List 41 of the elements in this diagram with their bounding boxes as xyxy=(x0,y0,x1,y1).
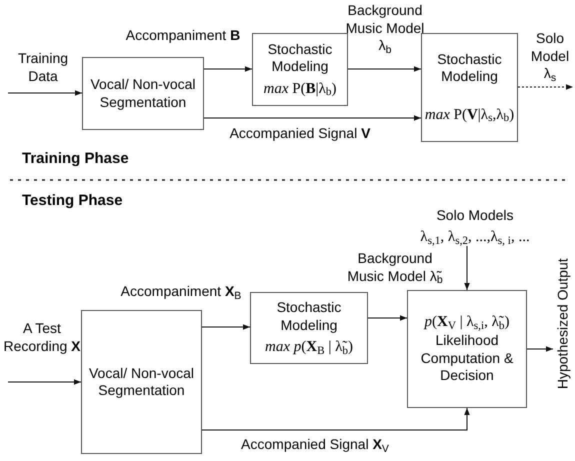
arrow xyxy=(202,408,470,430)
process-box xyxy=(407,290,527,408)
arrow xyxy=(348,66,422,72)
edge-label: Accompanied Signal X$_{V}$ xyxy=(240,436,390,454)
phase-heading: Testing Phase xyxy=(22,192,123,211)
process-box xyxy=(250,292,368,364)
arrow xyxy=(8,90,82,96)
arrow xyxy=(518,84,574,90)
formula-text: λ$_{s,1}$, λ$_{s,2}$, ...,λ$_{s, i}$, ... xyxy=(420,228,530,248)
node-label: Vocal/ Non-vocal Segmentation xyxy=(88,364,196,400)
arrow xyxy=(8,379,82,385)
formula-text: max p(X$_{B}$ | λ̃$_{b}$) xyxy=(264,338,353,357)
node-label: Stochastic Modeling xyxy=(266,40,334,76)
edge-label: Accompaniment X$_{B}$ xyxy=(120,283,242,300)
phase-heading: Training Phase xyxy=(22,150,129,169)
arrow xyxy=(204,66,252,72)
arrow xyxy=(526,346,554,352)
edge-label: Background Music Model λ$_{b}$ xyxy=(344,2,426,54)
node-label: Vocal/ Non-vocal Segmentation xyxy=(89,76,197,111)
formula-text: max P(B|λ$_{b}$) xyxy=(263,80,336,98)
edge-label: Accompanied Signal V xyxy=(228,125,372,142)
arrow xyxy=(464,246,470,290)
node-label: Stochastic Modeling xyxy=(276,299,342,334)
process-box xyxy=(82,57,204,130)
edge-label: Background Music Model λ̃$_{b}$ xyxy=(346,250,444,285)
formula-text: p(X$_{V}$ | λ$_{s,i}$, λ̃$_{b}$) xyxy=(424,313,510,332)
process-box xyxy=(81,310,202,454)
edge-label: Accompaniment B xyxy=(124,27,242,44)
edge-label: A Test Recording X xyxy=(2,320,82,355)
edge-label: Training Data xyxy=(16,50,70,85)
arrow xyxy=(204,115,422,121)
edge-label: Solo Model λ$_{s}$ xyxy=(530,30,570,82)
node-label: Likelihood Computation & Decision xyxy=(420,332,514,385)
node-label: Stochastic Modeling xyxy=(436,50,503,86)
node-label: Solo Models xyxy=(435,206,515,224)
arrow xyxy=(202,324,250,330)
formula-text: max P(V|λ$_{s}$,λ$_{b}$) xyxy=(424,106,514,124)
process-box xyxy=(421,33,518,142)
output-label: Hypothesized Output xyxy=(554,258,572,390)
arrow xyxy=(368,315,408,321)
process-box xyxy=(252,33,348,106)
